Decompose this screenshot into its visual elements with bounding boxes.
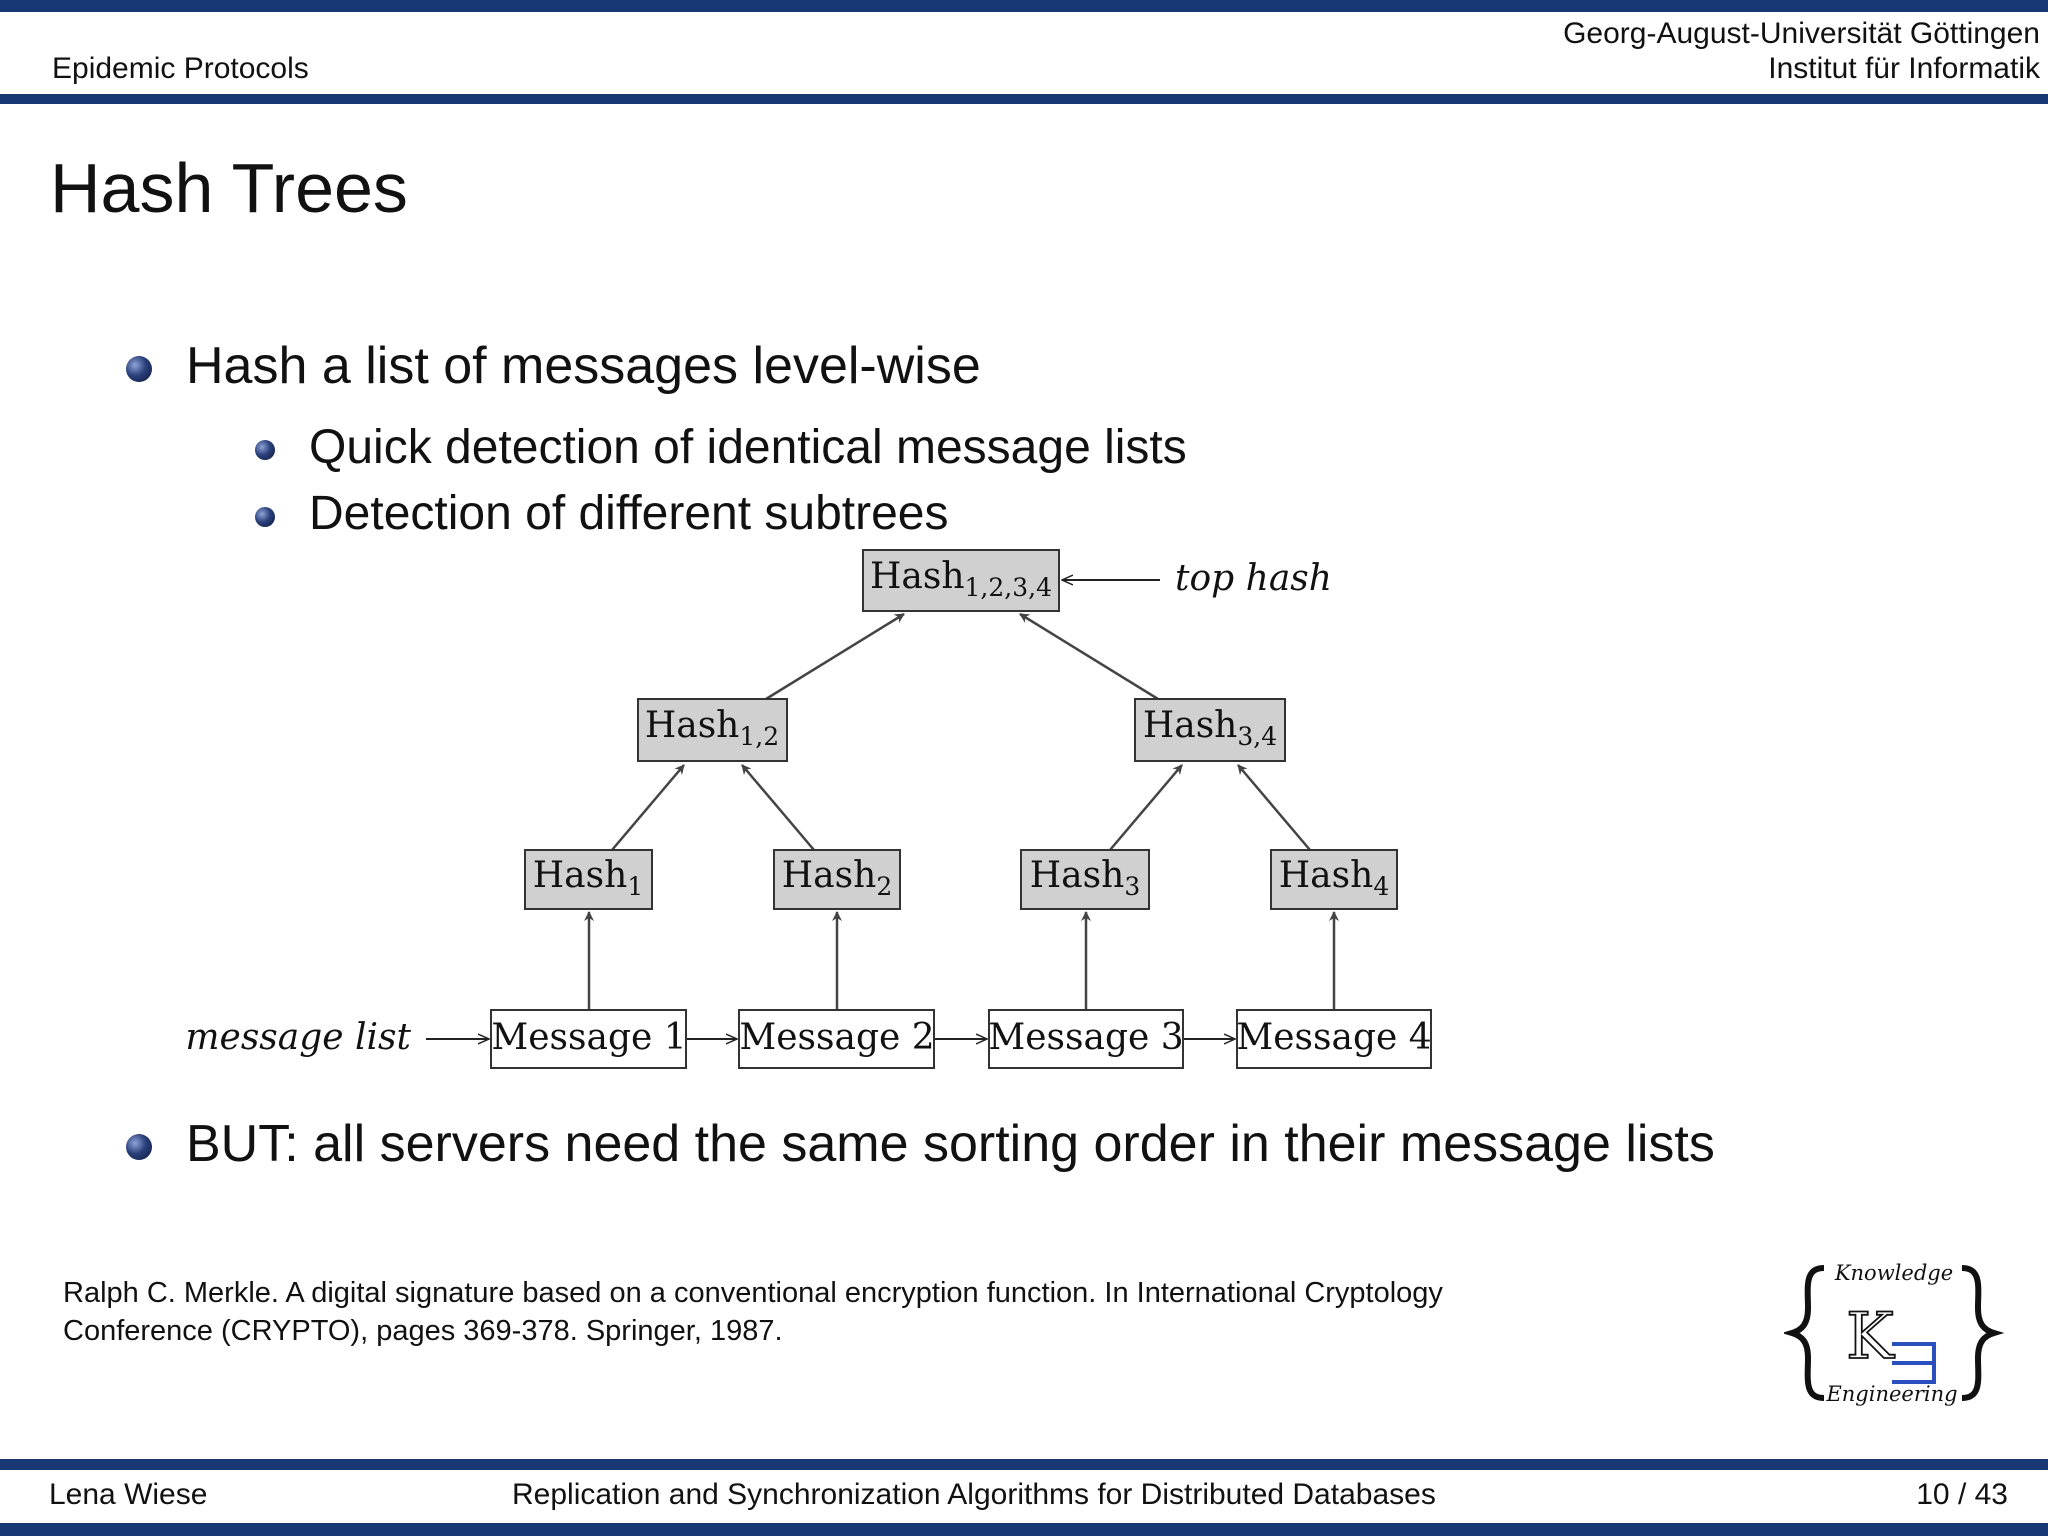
message-node xyxy=(988,1009,1184,1069)
top-hash-node xyxy=(862,549,1060,612)
edge xyxy=(1019,612,1159,701)
message-node xyxy=(490,1009,687,1069)
header-bar xyxy=(0,94,2048,104)
brace-left-icon xyxy=(1784,1265,1825,1401)
hash-label: Hash3 xyxy=(1030,855,1140,901)
reference-line: Ralph C. Merkle. A digital signature bas… xyxy=(63,1277,1443,1309)
bullet-text: BUT: all servers need the same sorting o… xyxy=(186,1115,1715,1173)
top-bar xyxy=(0,0,2048,12)
exists-icon xyxy=(1892,1342,1936,1384)
hash-node xyxy=(637,698,788,762)
brace-right-icon xyxy=(1961,1265,2004,1401)
hash-label: Hash3,4 xyxy=(1143,705,1277,751)
bullet-icon xyxy=(126,356,152,382)
bullet-icon xyxy=(126,1134,152,1160)
hash-label: Hash4 xyxy=(1279,855,1389,901)
header-university: Georg-August-Universität Göttingen xyxy=(1563,17,2040,50)
top-hash-caption: top hash xyxy=(1175,558,1332,599)
sub-bullet-text: Detection of different subtrees xyxy=(309,487,949,540)
footer-bar xyxy=(0,1459,2048,1470)
bottom-bar xyxy=(0,1523,2048,1536)
footer-page-number: 10 / 43 xyxy=(1916,1478,2008,1511)
message-list-caption: message list xyxy=(185,1017,411,1058)
logo-letter: K xyxy=(1846,1300,1895,1374)
header-institute: Institut für Informatik xyxy=(1768,52,2040,85)
message-label: Message 2 xyxy=(739,1017,934,1058)
bullet-text: Hash a list of messages level-wise xyxy=(186,337,981,395)
reference-line: Conference (CRYPTO), pages 369-378. Spri… xyxy=(63,1315,783,1347)
edge xyxy=(1109,764,1183,851)
edge xyxy=(611,764,685,851)
edge xyxy=(741,764,815,851)
message-node xyxy=(738,1009,935,1069)
sub-bullet-text: Quick detection of identical message lis… xyxy=(309,421,1187,474)
hash-node xyxy=(1020,849,1150,910)
header-section: Epidemic Protocols xyxy=(52,52,309,85)
knowledge-engineering-logo: Knowledge Engineering K xyxy=(1784,1261,2004,1406)
edge xyxy=(765,612,905,701)
hash-node xyxy=(524,849,653,910)
hash-node xyxy=(1270,849,1398,910)
message-label: Message 1 xyxy=(491,1017,686,1058)
message-label: Message 3 xyxy=(988,1017,1183,1058)
bullet-icon xyxy=(255,507,275,527)
edge xyxy=(1237,764,1311,851)
hash-label: Hash1 xyxy=(533,855,643,901)
hash-node xyxy=(1134,698,1286,762)
hash-label: Hash2 xyxy=(782,855,892,901)
footer-talk-title: Replication and Synchronization Algorith… xyxy=(512,1478,1436,1511)
bullet-icon xyxy=(255,440,275,460)
footer-author: Lena Wiese xyxy=(49,1478,208,1511)
message-node xyxy=(1236,1009,1432,1069)
slide-title: Hash Trees xyxy=(50,149,408,227)
message-label: Message 4 xyxy=(1236,1017,1431,1058)
top-hash-label: Hash1,2,3,4 xyxy=(870,556,1052,602)
hash-label: Hash1,2 xyxy=(645,705,779,751)
logo-bottom-text: Engineering xyxy=(1825,1382,1957,1406)
logo-top-text: Knowledge xyxy=(1834,1261,1953,1285)
hash-node xyxy=(773,849,901,910)
